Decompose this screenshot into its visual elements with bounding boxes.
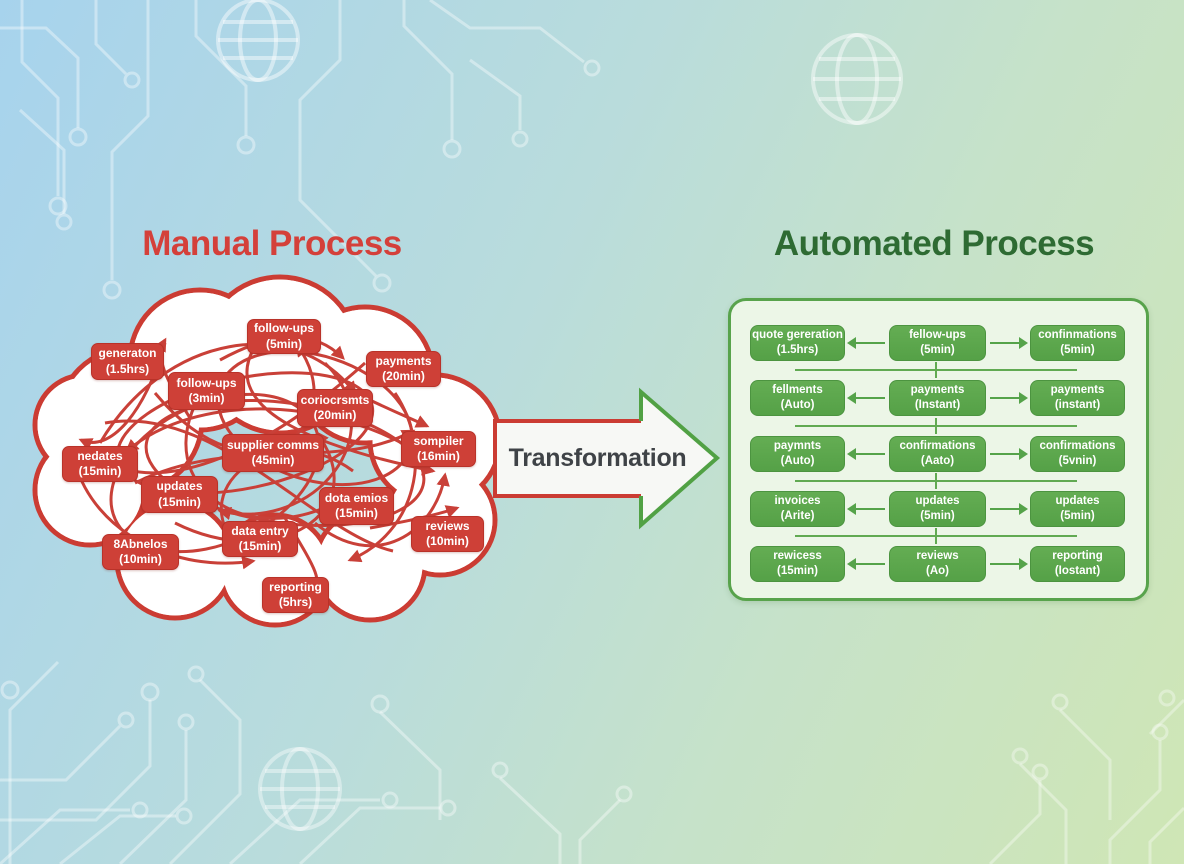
manual-box-supplier-comms: supplier comms(45min) [222,434,324,472]
manual-box-updates: updates(15min) [141,476,218,513]
arrow-left-icon [847,337,885,349]
row-connector [795,473,1077,489]
circuit-pattern-bottom-right [988,689,1184,864]
globe-icon-bottom [258,747,342,831]
automated-process-panel: quote gereration(1.5hrs) fellow-ups(5min… [728,298,1149,601]
manual-box-coriocrsmts: coriocrsmts(20min) [297,389,373,427]
manual-box-reporting: reporting(5hrs) [262,577,329,613]
arrow-left-icon [847,503,885,515]
manual-box-generaton: generaton(1.5hrs) [91,343,164,380]
arrow-right-icon [990,337,1028,349]
arrow-left-icon [847,392,885,404]
row-connector [795,362,1077,378]
manual-box-reviews: reviews(10min) [411,516,484,552]
auto-box-confirmations-2: confirmations(5vnin) [1030,436,1125,472]
auto-box-rewicess: rewicess(15min) [750,546,845,582]
manual-box-nedates: nedates(15min) [62,446,138,482]
globe-icon-top-left [216,0,300,82]
auto-box-paymnts: paymnts(Auto) [750,436,845,472]
manual-process-title: Manual Process [142,224,402,263]
auto-box-updates: updates(5min) [889,491,986,527]
auto-box-invoices: invoices(Arite) [750,491,845,527]
transformation-label: Transformation [508,444,687,472]
arrow-right-icon [990,558,1028,570]
manual-box-data-entry: data entry(15min) [222,521,298,557]
automated-process-title: Automated Process [773,224,1095,263]
arrow-left-icon [847,558,885,570]
row-connector [795,418,1077,434]
manual-box-sompiler: sompiler(16min) [401,431,476,467]
auto-box-payments-instant: payments(Instant) [889,380,986,416]
auto-box-quote-gereration: quote gereration(1.5hrs) [750,325,845,361]
arrow-right-icon [990,503,1028,515]
auto-box-fellow-ups: fellow-ups(5min) [889,325,986,361]
arrow-right-icon [990,392,1028,404]
arrow-left-icon [847,448,885,460]
auto-box-confinmations: confinmations(5min) [1030,325,1125,361]
manual-box-payments: payments(20min) [366,351,441,387]
auto-box-fellments: fellments(Auto) [750,380,845,416]
auto-box-payments-instant-2: payments(instant) [1030,380,1125,416]
transformation-arrow [493,387,721,530]
circuit-pattern-top-left [0,0,601,300]
manual-box-follow-ups-5: follow-ups(5min) [247,319,321,354]
auto-box-updates-2: updates(5min) [1030,491,1125,527]
circuit-pattern-bottom-left [0,660,633,864]
arrow-right-icon [990,448,1028,460]
manual-box-8abnelos: 8Abnelos(10min) [102,534,179,570]
manual-box-follow-ups-3: follow-ups(3min) [168,372,245,410]
row-connector [795,528,1077,544]
auto-box-reviews: reviews(Ao) [889,546,986,582]
globe-icon-top-right [811,33,903,125]
auto-box-confirmations: confirmations(Aato) [889,436,986,472]
auto-box-reporting: reporting(Iostant) [1030,546,1125,582]
manual-box-dota-emios: dota emios(15min) [319,487,394,525]
